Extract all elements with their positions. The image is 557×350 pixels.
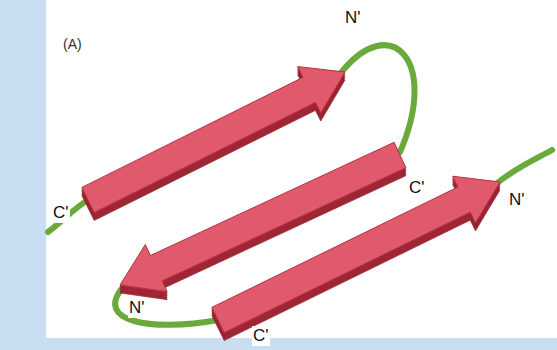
beta-strand	[212, 176, 500, 340]
terminus-label: C'	[52, 203, 70, 223]
chain-tail	[48, 200, 88, 232]
terminus-label: N'	[508, 190, 526, 210]
loop	[340, 45, 415, 152]
terminus-label: C'	[408, 178, 426, 198]
terminus-label: C'	[252, 326, 270, 346]
panel-letter: (A)	[62, 36, 83, 52]
strand-face	[212, 176, 500, 332]
panel	[46, 0, 557, 338]
beta-strand	[120, 142, 406, 299]
terminus-label: N'	[344, 8, 362, 28]
terminus-label: N'	[128, 298, 146, 318]
chain-tail	[496, 150, 552, 184]
strands	[82, 67, 500, 341]
